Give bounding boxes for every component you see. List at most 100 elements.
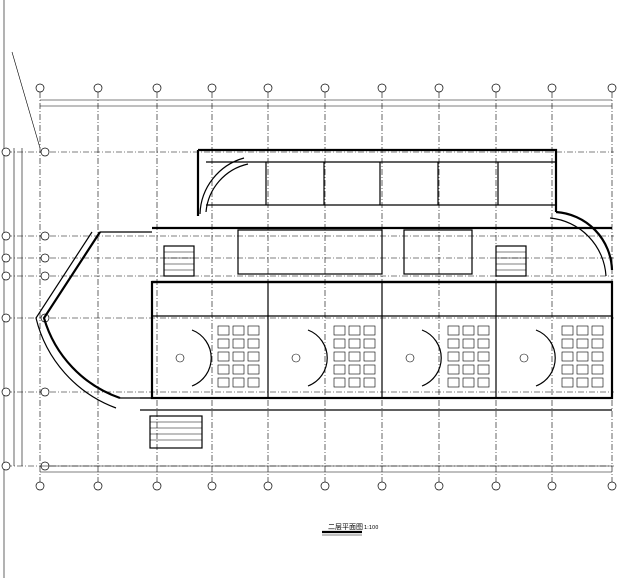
desk bbox=[591, 325, 604, 336]
room-marker bbox=[291, 353, 301, 363]
desk bbox=[217, 351, 230, 362]
desk bbox=[462, 338, 475, 349]
axis-bubble-bottom bbox=[434, 481, 444, 491]
desk bbox=[477, 351, 490, 362]
room-marker bbox=[405, 353, 415, 363]
desk bbox=[477, 377, 490, 388]
desk bbox=[462, 377, 475, 388]
desk bbox=[333, 351, 346, 362]
desk bbox=[348, 338, 361, 349]
desk bbox=[477, 364, 490, 375]
desk bbox=[247, 338, 260, 349]
axis-bubble-bottom bbox=[152, 481, 162, 491]
axis-bubble-bottom bbox=[207, 481, 217, 491]
axis-bubble-bottom bbox=[377, 481, 387, 491]
reading-corner-arc bbox=[307, 329, 328, 387]
desk bbox=[247, 364, 260, 375]
axis-bubble-inner bbox=[40, 231, 50, 241]
reading-corner-arc bbox=[191, 329, 212, 387]
desk bbox=[363, 351, 376, 362]
axis-bubble-left bbox=[1, 271, 11, 281]
axis-bubble-top bbox=[35, 83, 45, 93]
axis-bubble-bottom bbox=[607, 481, 617, 491]
desk bbox=[462, 351, 475, 362]
desk bbox=[348, 351, 361, 362]
desk bbox=[576, 364, 589, 375]
room-marker bbox=[519, 353, 529, 363]
axis-bubble-bottom bbox=[35, 481, 45, 491]
axis-bubble-top bbox=[152, 83, 162, 93]
drawing-scale: 1:100 bbox=[364, 525, 378, 531]
dimension-lines bbox=[13, 99, 612, 473]
axis-bubble-left bbox=[1, 253, 11, 263]
axis-bubble-bottom bbox=[93, 481, 103, 491]
axis-bubble-top bbox=[377, 83, 387, 93]
desk bbox=[232, 351, 245, 362]
desk bbox=[462, 325, 475, 336]
desk bbox=[348, 364, 361, 375]
desk bbox=[561, 364, 574, 375]
axis-bubble-bottom bbox=[263, 481, 273, 491]
north-leader-line bbox=[11, 51, 41, 149]
axis-bubble-top bbox=[320, 83, 330, 93]
axis-bubble-left bbox=[1, 461, 11, 471]
axis-bubble-top bbox=[434, 83, 444, 93]
desk bbox=[333, 325, 346, 336]
desk bbox=[561, 325, 574, 336]
axis-bubble-bottom bbox=[320, 481, 330, 491]
desk bbox=[217, 377, 230, 388]
desk bbox=[447, 338, 460, 349]
axis-bubble-inner bbox=[40, 387, 50, 397]
desk bbox=[477, 338, 490, 349]
desk bbox=[333, 377, 346, 388]
desk bbox=[247, 351, 260, 362]
desk bbox=[447, 377, 460, 388]
desk bbox=[576, 351, 589, 362]
axis-bubble-top bbox=[93, 83, 103, 93]
axis-bubble-left bbox=[1, 313, 11, 323]
desk bbox=[477, 325, 490, 336]
desk bbox=[561, 377, 574, 388]
desk bbox=[576, 377, 589, 388]
desk bbox=[232, 364, 245, 375]
axis-bubble-top bbox=[547, 83, 557, 93]
desk bbox=[232, 338, 245, 349]
axis-bubble-left bbox=[1, 147, 11, 157]
desk bbox=[363, 364, 376, 375]
axis-bubble-bottom bbox=[547, 481, 557, 491]
desk bbox=[232, 377, 245, 388]
desk bbox=[591, 338, 604, 349]
axis-bubble-left bbox=[1, 231, 11, 241]
axis-bubbles bbox=[1, 83, 617, 491]
axis-bubble-bottom bbox=[491, 481, 501, 491]
axis-bubble-top bbox=[207, 83, 217, 93]
desk bbox=[591, 364, 604, 375]
axis-bubble-left bbox=[1, 387, 11, 397]
desk bbox=[217, 364, 230, 375]
desk bbox=[363, 325, 376, 336]
axis-bubble-inner bbox=[40, 147, 50, 157]
desk bbox=[591, 377, 604, 388]
desk bbox=[561, 351, 574, 362]
curved-walls bbox=[35, 157, 614, 409]
desk bbox=[576, 338, 589, 349]
desk bbox=[363, 377, 376, 388]
desk bbox=[363, 338, 376, 349]
desk bbox=[247, 325, 260, 336]
axis-bubble-top bbox=[607, 83, 617, 93]
desk bbox=[232, 325, 245, 336]
desk bbox=[217, 325, 230, 336]
axis-bubble-top bbox=[263, 83, 273, 93]
drawing-title: 二层平面图 bbox=[328, 523, 363, 531]
desk bbox=[462, 364, 475, 375]
desk bbox=[247, 377, 260, 388]
axis-bubble-top bbox=[491, 83, 501, 93]
desk bbox=[348, 325, 361, 336]
desk bbox=[561, 338, 574, 349]
reading-corner-arc bbox=[535, 329, 556, 387]
desk bbox=[348, 377, 361, 388]
desk bbox=[333, 338, 346, 349]
desk bbox=[576, 325, 589, 336]
